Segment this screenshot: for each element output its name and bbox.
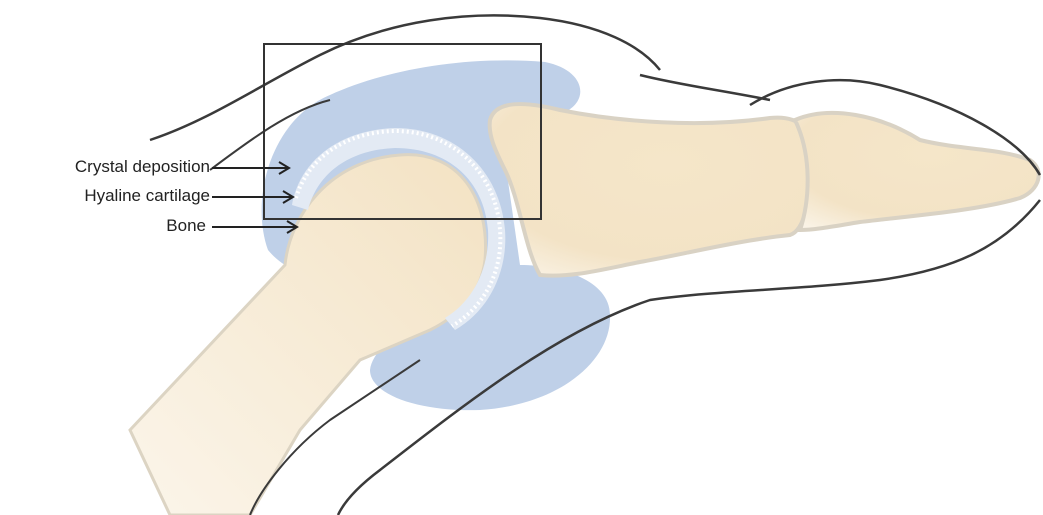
middle-bone (490, 104, 813, 276)
label-crystal-deposition: Crystal deposition (10, 157, 210, 177)
label-bone: Bone (10, 216, 206, 236)
distal-bone (795, 113, 1039, 230)
label-hyaline-cartilage: Hyaline cartilage (10, 186, 210, 206)
